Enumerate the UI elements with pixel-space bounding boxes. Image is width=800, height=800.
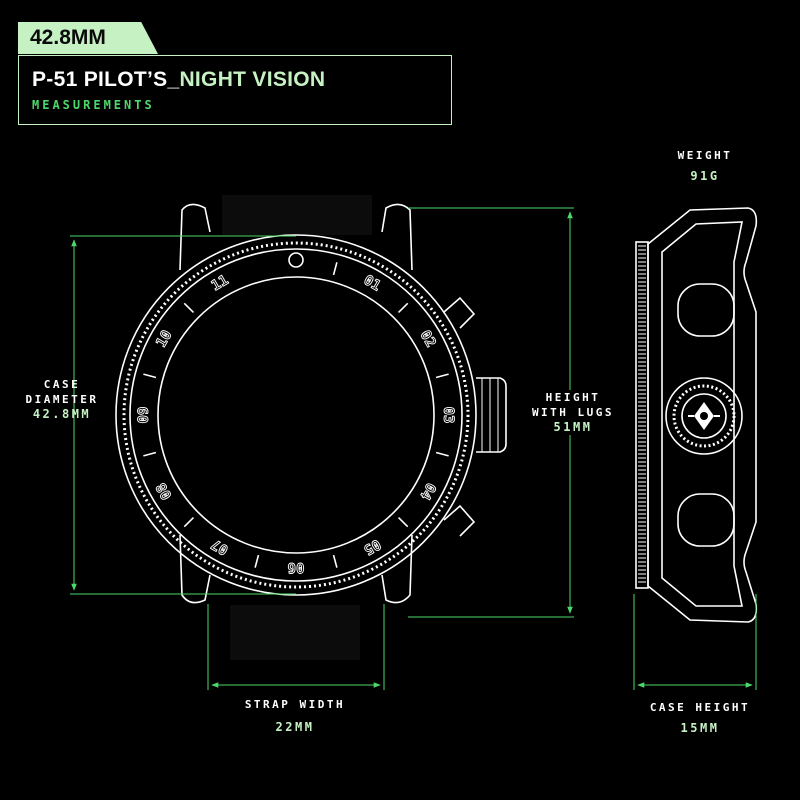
case-diameter-label: CASE DIAMETER 42.8MM <box>14 377 110 422</box>
strap-upper <box>222 195 372 235</box>
crown-side-face <box>681 393 727 439</box>
lug-bottom-right <box>381 534 413 604</box>
bezel-tick <box>332 554 338 568</box>
bezel-ticks <box>143 262 449 568</box>
bezel-tick <box>143 451 157 457</box>
bezel-tick <box>397 516 409 528</box>
bezel-tick <box>254 554 260 568</box>
weight-value: 91G <box>690 169 720 183</box>
height-title-2: WITH LUGS <box>531 406 615 419</box>
bezel-inner <box>157 276 435 554</box>
bezel-tick <box>435 451 449 457</box>
strap-width-value: 22MM <box>275 720 315 734</box>
bezel-numeral: 10 <box>153 328 175 351</box>
size-badge: 42.8MM <box>18 22 158 54</box>
bezel-outer <box>129 248 463 582</box>
bezel-numeral: 09 <box>136 407 152 424</box>
bezel-numeral: 04 <box>416 480 438 503</box>
lug-bottom-left <box>179 534 211 604</box>
page-title: P-51 PILOT’S_NIGHT VISION <box>32 68 325 92</box>
height-with-lugs-label: HEIGHT WITH LUGS 51MM <box>518 390 628 435</box>
case-diameter-value: 42.8MM <box>32 407 92 421</box>
side-button-top <box>677 283 735 337</box>
bezel-tick <box>435 373 449 379</box>
case-height-value: 15MM <box>680 721 720 735</box>
bezel-numeral: 02 <box>416 328 438 351</box>
bezel-tick <box>183 516 195 528</box>
case-diameter-title-1: CASE <box>43 378 81 391</box>
height-value: 51MM <box>553 420 593 434</box>
bezel-tick <box>332 262 338 276</box>
crown-side-ring <box>672 384 736 448</box>
bezel-numeral: 05 <box>361 535 384 557</box>
weight-label: WEIGHT 91G <box>650 146 760 186</box>
side-case-outline <box>647 207 758 623</box>
title-accent: NIGHT VISION <box>179 68 326 91</box>
title-box: P-51 PILOT’S_NIGHT VISION MEASUREMENTS <box>18 55 452 125</box>
strap-lower <box>230 605 360 660</box>
case-height-label: CASE HEIGHT 15MM <box>630 698 770 738</box>
case-outline <box>115 234 477 596</box>
bezel-numeral: 01 <box>361 272 384 294</box>
bezel-knurl <box>122 241 470 589</box>
strap-width-title: STRAP WIDTH <box>244 698 346 711</box>
bezel-numeral: 06 <box>288 559 305 575</box>
page-subtitle: MEASUREMENTS <box>32 98 155 112</box>
bezel-tick <box>397 302 409 314</box>
height-title-1: HEIGHT <box>545 391 601 404</box>
bezel-numeral: 11 <box>209 272 232 294</box>
bezel-numerals: 01 02 03 04 05 06 07 08 09 10 11 <box>136 272 457 576</box>
bezel-numeral: 03 <box>440 407 456 424</box>
watch-side-view <box>635 207 758 623</box>
crown <box>476 377 507 453</box>
lug-top-left <box>179 203 211 271</box>
case-height-title: CASE HEIGHT <box>649 701 751 714</box>
bezel-pip <box>288 252 304 268</box>
dimension-lines <box>70 207 757 690</box>
title-main: P-51 PILOT’S_ <box>32 68 180 91</box>
side-bezel <box>635 241 649 589</box>
bezel-numeral: 07 <box>209 535 232 557</box>
bezel-numeral: 08 <box>153 480 175 503</box>
bezel-tick <box>143 373 157 379</box>
side-bezel-ridges <box>638 245 646 583</box>
crown-side-outer <box>665 377 743 455</box>
weight-title: WEIGHT <box>677 149 733 162</box>
pusher-bottom <box>443 504 476 537</box>
watch-front-view: 01 02 03 04 05 06 07 08 09 10 11 <box>115 195 507 660</box>
side-button-bottom <box>677 493 735 547</box>
case-diameter-title-2: DIAMETER <box>25 393 99 406</box>
bezel-tick <box>183 302 195 314</box>
lug-top-right <box>381 203 413 271</box>
side-case-inner <box>661 221 743 607</box>
pusher-top <box>443 296 476 329</box>
strap-width-label: STRAP WIDTH 22MM <box>220 694 370 738</box>
